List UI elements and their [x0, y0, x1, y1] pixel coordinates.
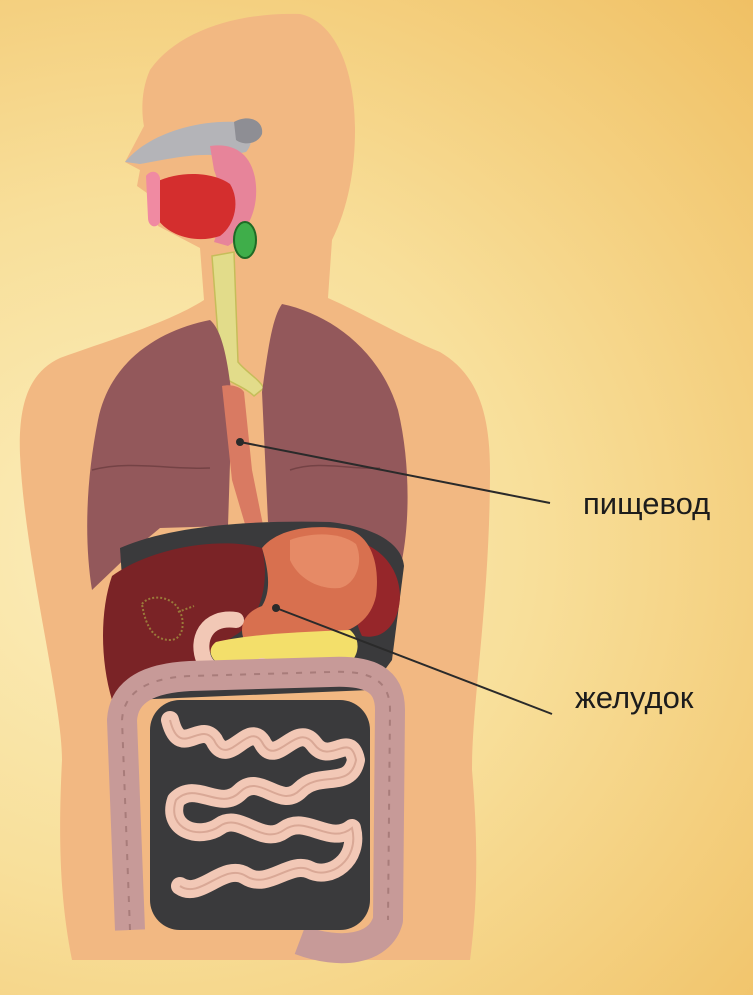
- thyroid-gland: [234, 222, 256, 258]
- mouth-cavity: [152, 174, 236, 239]
- lips: [146, 172, 160, 227]
- stomach-label: желудок: [575, 680, 693, 716]
- esophagus-label: пищевод: [583, 486, 710, 522]
